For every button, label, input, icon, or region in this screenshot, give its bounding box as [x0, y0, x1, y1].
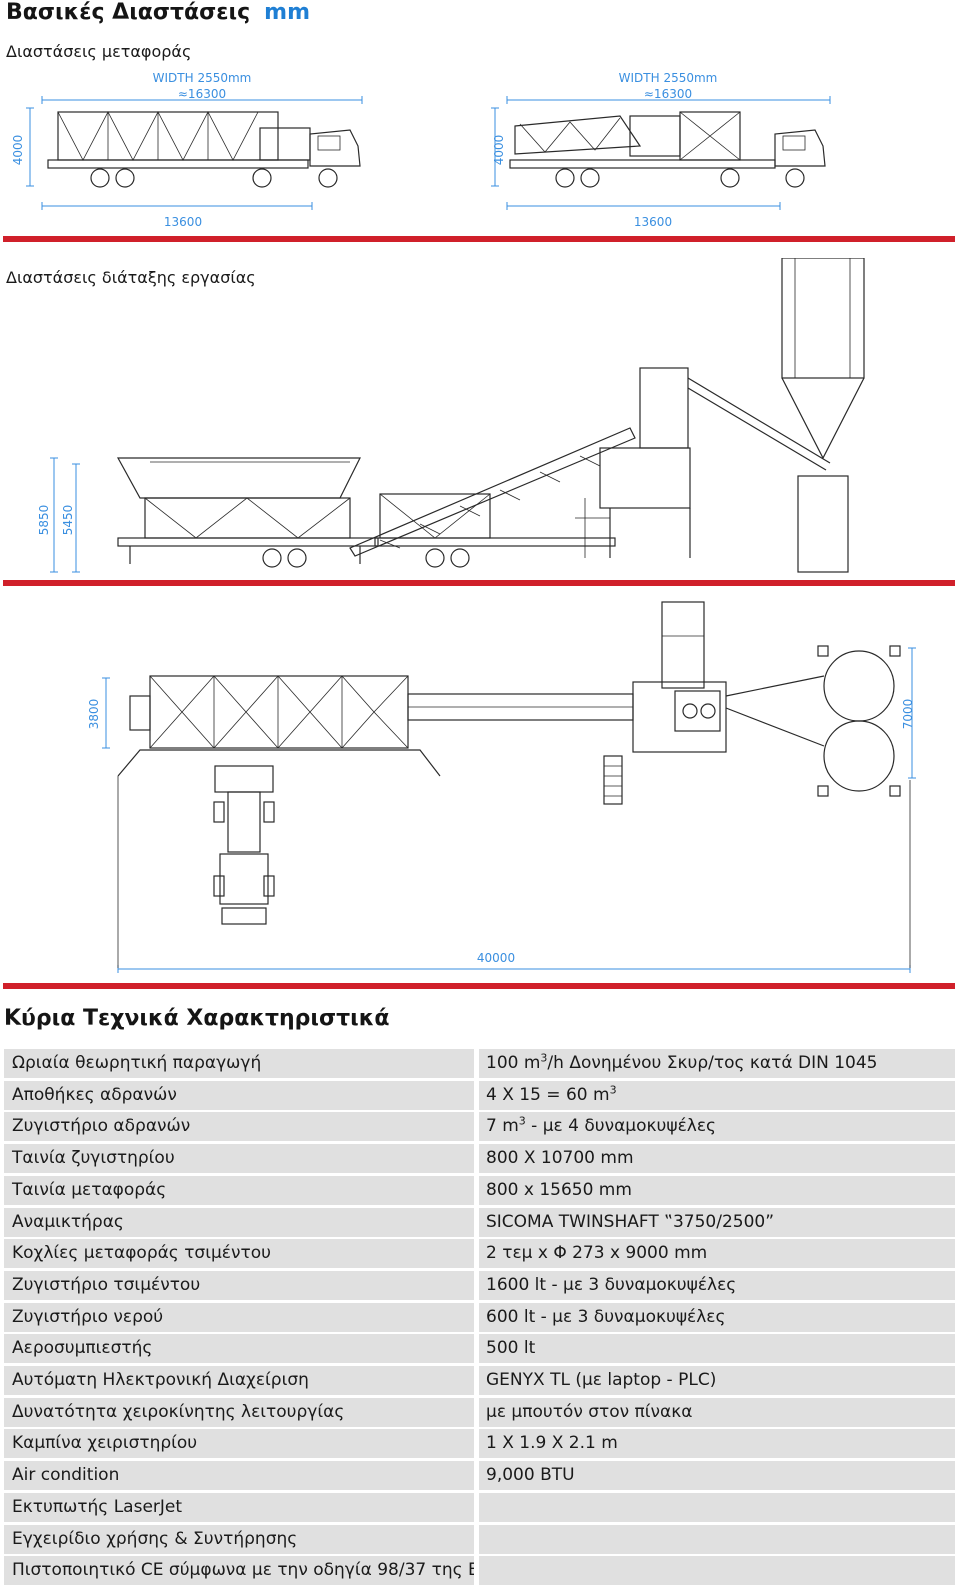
spec-value-text: 1 X 1.9 X 2.1 m: [486, 1433, 618, 1453]
transport-left-height-label: 4000: [11, 135, 25, 166]
table-row: Air condition 9,000 BTU: [4, 1461, 955, 1490]
spec-value: 100 m3/h Δονημένου Σκυρ/τος κατά DIN 104…: [479, 1049, 955, 1078]
spec-value-text: 2 τεμ x Φ 273 x 9000 mm: [486, 1243, 708, 1263]
spec-value-superscript: 3: [609, 1083, 617, 1097]
spec-value-text: 800 X 10700 mm: [486, 1148, 634, 1168]
transport-right-height-label: 4000: [492, 135, 506, 166]
table-row: Ζυγιστήριο νερού 600 lt - με 3 δυναμοκυψέ…: [4, 1303, 955, 1332]
spec-label: Ζυγιστήριο τσιμέντου: [4, 1271, 474, 1300]
specs-title: Κύρια Τεχνικά Χαρακτηριστικά: [4, 1006, 390, 1031]
spec-label: Καμπίνα χειριστηρίου: [4, 1429, 474, 1458]
working-height-inner-label: 5450: [61, 505, 75, 536]
spec-value: 7 m3 - με 4 δυναμοκυψέλες: [479, 1112, 955, 1141]
table-row: Καμπίνα χειριστηρίου 1 X 1.9 X 2.1 m: [4, 1429, 955, 1458]
spec-value-text: 100 m: [486, 1053, 541, 1073]
spec-value: [479, 1493, 955, 1522]
page-title-text: Βασικές Διαστάσεις: [6, 0, 251, 25]
divider-2: [3, 580, 955, 586]
spec-value: 500 lt: [479, 1334, 955, 1363]
table-row: Δυνατότητα χειροκίνητης λειτουργίας με μπ…: [4, 1398, 955, 1427]
spec-label: Εγχειρίδιο χρήσης & Συντήρησης: [4, 1525, 474, 1554]
table-row: Εκτυπωτής LaserJet: [4, 1493, 955, 1522]
spec-value: 1 X 1.9 X 2.1 m: [479, 1429, 955, 1458]
spec-value-text: 4 X 15 = 60 m: [486, 1085, 610, 1105]
transport-right-width-label: WIDTH 2550mm: [619, 71, 718, 85]
transport-right-approx-label: ≈16300: [644, 87, 692, 101]
spec-label: Αεροσυμπιεστής: [4, 1334, 474, 1363]
transport-left-width-label: WIDTH 2550mm: [153, 71, 252, 85]
transport-right-length-label: 13600: [634, 215, 672, 229]
divider-3: [3, 983, 955, 989]
page-title: Βασικές Διαστάσεις mm: [6, 0, 310, 25]
spec-value-superscript: 3: [518, 1114, 526, 1128]
unit-label: mm: [264, 0, 311, 25]
spec-label: Ζυγιστήριο νερού: [4, 1303, 474, 1332]
spec-label: Air condition: [4, 1461, 474, 1490]
spec-value: 800 x 15650 mm: [479, 1176, 955, 1205]
spec-value-superscript: 3: [540, 1051, 548, 1065]
spec-label: Ωριαία θεωρητική παραγωγή: [4, 1049, 474, 1078]
spec-value-text: 1600 lt - με 3 δυναμοκυψέλες: [486, 1275, 737, 1295]
spec-label: Αυτόματη Ηλεκτρονική Διαχείριση: [4, 1366, 474, 1395]
plan-length-label: 40000: [477, 951, 515, 965]
table-row: Εγχειρίδιο χρήσης & Συντήρησης: [4, 1525, 955, 1554]
working-height-outer-label: 5850: [37, 505, 51, 536]
spec-value-suffix: - με 4 δυναμοκυψέλες: [525, 1116, 716, 1136]
plan-view-drawing: 3800 7000 40000: [87, 601, 916, 973]
spec-value-text: GENYX TL (με laptop - PLC): [486, 1370, 717, 1390]
spec-value: [479, 1556, 955, 1585]
spec-value: 4 X 15 = 60 m3: [479, 1081, 955, 1110]
spec-value-suffix: /h Δονημένου Σκυρ/τος κατά DIN 1045: [547, 1053, 878, 1073]
spec-value: 1600 lt - με 3 δυναμοκυψέλες: [479, 1271, 955, 1300]
spec-value: 600 lt - με 3 δυναμοκυψέλες: [479, 1303, 955, 1332]
table-row: Ζυγιστήριο τσιμέντου 1600 lt - με 3 δυναμ…: [4, 1271, 955, 1300]
spec-value-text: SICOMA TWINSHAFT ‟3750/2500”: [486, 1212, 775, 1232]
table-row: Κοχλίες μεταφοράς τσιμέντου 2 τεμ x Φ 273…: [4, 1239, 955, 1268]
table-row: Αεροσυμπιεστής 500 lt: [4, 1334, 955, 1363]
transport-left-approx-label: ≈16300: [178, 87, 226, 101]
spec-value: 9,000 BTU: [479, 1461, 955, 1490]
plan-width-left-label: 3800: [87, 699, 101, 730]
spec-label: Αποθήκες αδρανών: [4, 1081, 474, 1110]
spec-value: GENYX TL (με laptop - PLC): [479, 1366, 955, 1395]
spec-value-text: 600 lt - με 3 δυναμοκυψέλες: [486, 1307, 726, 1327]
spec-value: 800 X 10700 mm: [479, 1144, 955, 1173]
transport-left-length-label: 13600: [164, 215, 202, 229]
plan-width-right-label: 7000: [901, 699, 915, 730]
spec-label: Πιστοποιητικό CE σύμφωνα με την οδηγία 9…: [4, 1556, 474, 1585]
spec-value-text: 500 lt: [486, 1338, 536, 1358]
table-row: Ταινία ζυγιστηρίου 800 X 10700 mm: [4, 1144, 955, 1173]
working-subtitle: Διαστάσεις διάταξης εργασίας: [6, 268, 256, 287]
spec-value-text: 9,000 BTU: [486, 1465, 575, 1485]
transport-left-drawing: WIDTH 2550mm ≈16300 4000 13600: [11, 71, 363, 229]
spec-label: Ζυγιστήριο αδρανών: [4, 1112, 474, 1141]
spec-label: Δυνατότητα χειροκίνητης λειτουργίας: [4, 1398, 474, 1427]
spec-value: [479, 1525, 955, 1554]
divider-1: [3, 236, 955, 242]
table-row: Αυτόματη Ηλεκτρονική Διαχείριση GENYX TL …: [4, 1366, 955, 1395]
transport-right-drawing: WIDTH 2550mm ≈16300 4000 13600: [491, 71, 831, 229]
spec-label: Ταινία μεταφοράς: [4, 1176, 474, 1205]
table-row: Αναμικτήρας SICOMA TWINSHAFT ‟3750/2500”: [4, 1208, 955, 1237]
spec-value-text: με μπουτόν στον πίνακα: [486, 1402, 693, 1422]
transport-subtitle: Διαστάσεις μεταφοράς: [6, 42, 192, 61]
spec-value-text: 7 m: [486, 1116, 519, 1136]
spec-label: Εκτυπωτής LaserJet: [4, 1493, 474, 1522]
spec-label: Ταινία ζυγιστηρίου: [4, 1144, 474, 1173]
spec-value: SICOMA TWINSHAFT ‟3750/2500”: [479, 1208, 955, 1237]
table-row: Ταινία μεταφοράς 800 x 15650 mm: [4, 1176, 955, 1205]
spec-label: Αναμικτήρας: [4, 1208, 474, 1237]
spec-value: με μπουτόν στον πίνακα: [479, 1398, 955, 1427]
spec-label: Κοχλίες μεταφοράς τσιμέντου: [4, 1239, 474, 1268]
spec-value: 2 τεμ x Φ 273 x 9000 mm: [479, 1239, 955, 1268]
spec-value-text: 800 x 15650 mm: [486, 1180, 632, 1200]
table-row: Πιστοποιητικό CE σύμφωνα με την οδηγία 9…: [4, 1556, 955, 1585]
working-elevation-drawing: 5850 5450: [37, 258, 865, 573]
transport-drawings: WIDTH 2550mm ≈16300 4000 13600 WIDTH 255…: [11, 71, 831, 229]
